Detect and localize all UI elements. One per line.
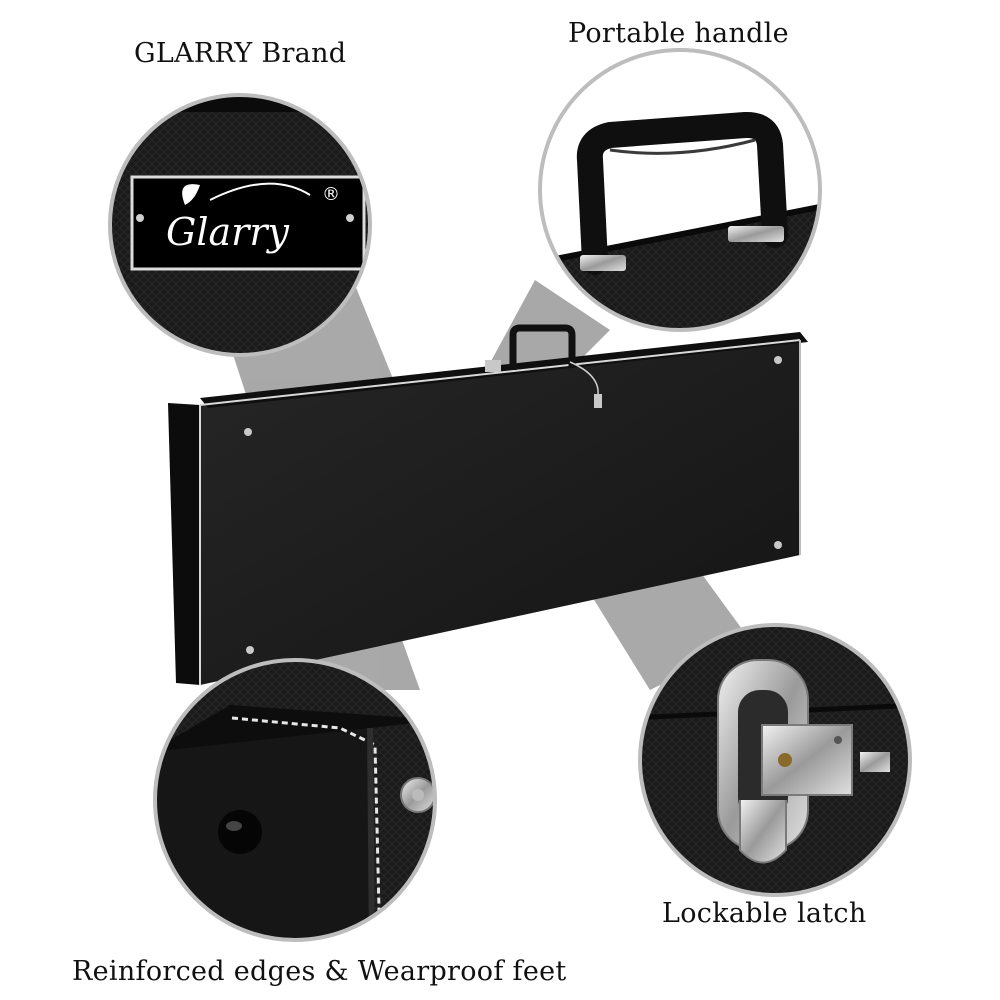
case-key <box>594 394 602 408</box>
case-side <box>168 403 200 685</box>
brand-swoosh <box>209 182 311 201</box>
guitar-case <box>168 324 808 685</box>
handle-bracket-right <box>728 226 784 242</box>
handle-bracket-left <box>580 255 626 271</box>
caption-edges: Reinforced edges & Wearproof feet <box>72 956 567 987</box>
plate-screw-right <box>346 214 354 222</box>
edge-stitching <box>231 716 382 940</box>
brand-wing-icon <box>182 184 200 205</box>
lens-handle <box>538 48 822 332</box>
latch-keyhole-icon <box>778 753 792 767</box>
handle-grip <box>576 112 788 275</box>
case-front <box>200 340 800 685</box>
plate-screw-left <box>136 214 144 222</box>
caption-latch: Lockable latch <box>662 898 867 929</box>
case-foot-bottom-left <box>246 646 254 654</box>
latch-plate <box>761 724 853 796</box>
brand-plate <box>130 175 366 271</box>
caption-brand: GLARRY Brand <box>134 38 347 69</box>
lens-brand: Glarry ® <box>108 93 372 357</box>
lens-edges <box>153 658 437 942</box>
registered-mark: ® <box>322 184 340 205</box>
caption-handle: Portable handle <box>568 18 789 49</box>
case-foot-top-right <box>774 356 782 364</box>
latch-hook <box>739 800 787 864</box>
lens-latch <box>638 623 912 897</box>
case-key-cord <box>569 361 599 396</box>
case-handle <box>509 324 576 370</box>
case-latch <box>485 360 501 372</box>
case-trim-top <box>199 339 801 406</box>
case-foot-bottom-right <box>774 541 782 549</box>
case-foot-top-left <box>244 428 252 436</box>
brand-logo-text: Glarry <box>166 210 289 254</box>
wearproof-foot <box>218 810 262 854</box>
